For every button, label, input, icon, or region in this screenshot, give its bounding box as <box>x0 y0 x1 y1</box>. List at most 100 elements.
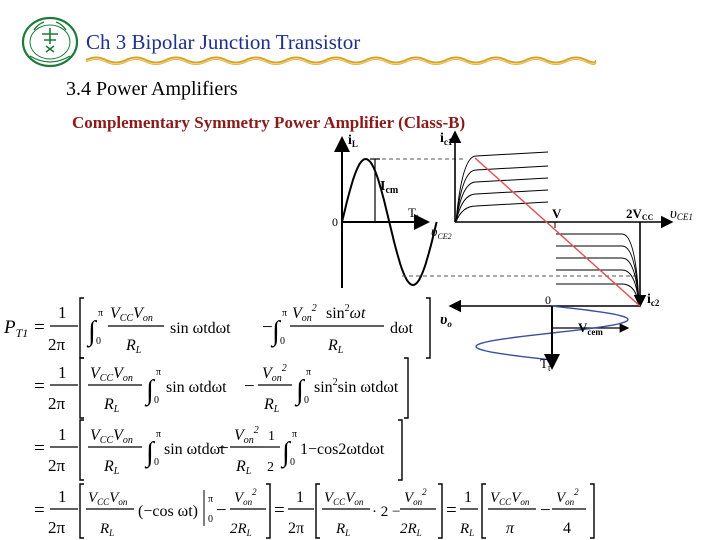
svg-text:1: 1 <box>58 487 67 506</box>
svg-text:VCCVon: VCCVon <box>490 490 530 507</box>
vce1-label: υCE1 <box>670 206 693 222</box>
svg-text:∫: ∫ <box>294 375 306 407</box>
il-sine-curve <box>341 157 438 287</box>
svg-text:(−cos ωt): (−cos ωt) <box>138 503 198 520</box>
q1-curves <box>455 151 549 223</box>
svg-text:RL: RL <box>335 521 350 538</box>
svg-text:sin ωtdωt: sin ωtdωt <box>164 441 225 458</box>
load-current-waveform: iL Icm Tt 0 <box>332 133 640 288</box>
svg-text:π: π <box>156 429 161 440</box>
t-bottom-label: Tt <box>540 356 551 373</box>
svg-text:−: − <box>216 500 227 521</box>
svg-text:VCCVon: VCCVon <box>90 365 133 384</box>
eq-lhs: PT1 <box>3 317 28 340</box>
svg-text:−: − <box>244 376 255 397</box>
equation-line-4: = 1 2π VCCVon RL (−cos ωt) π 0 − Von2 2R… <box>34 483 595 539</box>
svg-text:RL: RL <box>103 396 120 415</box>
svg-text:RL: RL <box>327 337 344 356</box>
svg-text:2π: 2π <box>288 520 304 537</box>
svg-text:dωt: dωt <box>390 320 414 337</box>
svg-text:Von2: Von2 <box>234 487 257 507</box>
svg-text:1−cos2ωtdωt: 1−cos2ωtdωt <box>300 441 385 458</box>
svg-text:0: 0 <box>304 395 309 406</box>
svg-text:∫: ∫ <box>270 316 282 348</box>
svg-text:1: 1 <box>296 489 304 506</box>
svg-text:Von2: Von2 <box>404 487 427 507</box>
university-logo-icon <box>21 16 79 68</box>
svg-text:1: 1 <box>58 363 67 382</box>
class-b-figure: iL Icm Tt 0 ic1 υCE2 V 2VCC υCE1 0 ic2 υ… <box>3 130 693 539</box>
q2-curve <box>556 283 640 307</box>
svg-text:π: π <box>282 308 287 319</box>
zero-left-label: 0 <box>332 215 338 229</box>
svg-text:π: π <box>292 429 297 440</box>
svg-text:∫: ∫ <box>144 375 156 407</box>
icm-label: Icm <box>380 179 399 196</box>
svg-text:π: π <box>98 308 103 319</box>
svg-text:=: = <box>34 500 45 521</box>
svg-text:2π: 2π <box>48 518 66 537</box>
svg-text:RL: RL <box>103 458 120 477</box>
svg-text:2π: 2π <box>48 335 66 354</box>
equation-line-1: PT1 = 1 2π ∫ π 0 VCCVon RL sin ωtdωt − ∫… <box>3 297 431 359</box>
q1-curve <box>455 165 549 223</box>
equation-line-3: = 1 2π VCCVon RL ∫ π 0 sin ωtdωt − Von2 … <box>34 419 403 481</box>
ic1-label: ic1 <box>440 131 453 147</box>
svg-text:=: = <box>34 317 45 338</box>
svg-text:1: 1 <box>464 489 472 506</box>
svg-text:0: 0 <box>290 457 295 468</box>
q1-curve <box>455 177 549 223</box>
svg-text:2RL: 2RL <box>400 521 422 538</box>
svg-text:π: π <box>156 367 161 378</box>
svg-text:2RL: 2RL <box>230 521 252 538</box>
svg-text:=: = <box>446 500 457 521</box>
svg-text:1: 1 <box>58 425 67 444</box>
subtitle: Complementary Symmetry Power Amplifier (… <box>72 113 466 132</box>
svg-text:1: 1 <box>268 429 275 444</box>
svg-text:sin ωtdωt: sin ωtdωt <box>170 320 231 337</box>
vo-label: υo <box>440 312 452 329</box>
output-characteristics: ic1 υCE2 V 2VCC υCE1 0 ic2 <box>431 130 693 313</box>
svg-text:=: = <box>34 376 45 397</box>
il-label: iL <box>348 133 358 149</box>
svg-text:−: − <box>540 500 551 521</box>
q2-curve <box>556 269 640 307</box>
svg-text:VCCVon: VCCVon <box>90 427 133 446</box>
svg-text:Von2: Von2 <box>262 363 287 384</box>
svg-text:4: 4 <box>563 520 571 537</box>
svg-text:0: 0 <box>208 514 213 525</box>
svg-text:π: π <box>208 494 213 505</box>
q1-curve <box>455 189 549 223</box>
svg-text:Von2: Von2 <box>234 425 259 446</box>
svg-text:0: 0 <box>280 336 285 347</box>
svg-text:2π: 2π <box>48 394 66 413</box>
svg-text:VCCVon: VCCVon <box>88 490 128 507</box>
svg-text:sin ωtdωt: sin ωtdωt <box>166 379 227 396</box>
output-voltage-waveform: υo Vcem Tt <box>440 305 630 373</box>
load-line <box>474 157 641 307</box>
svg-text:· 2 −: · 2 − <box>372 504 400 520</box>
integral-1: ∫ <box>86 316 98 348</box>
svg-text:∫: ∫ <box>144 437 156 469</box>
vcem-label: Vcem <box>578 320 603 337</box>
svg-text:RL: RL <box>263 396 280 415</box>
svg-text:RL: RL <box>125 337 142 356</box>
svg-text:VCCVon: VCCVon <box>324 490 364 507</box>
svg-text:π: π <box>306 367 311 378</box>
svg-text:=: = <box>34 438 45 459</box>
ic2-label: ic2 <box>647 292 660 308</box>
svg-text:−: − <box>218 438 229 459</box>
svg-text:1: 1 <box>58 303 67 322</box>
q2-curves <box>556 233 640 307</box>
svg-text:∫: ∫ <box>280 437 292 469</box>
svg-text:VCCVon: VCCVon <box>110 305 153 324</box>
svg-text:−: − <box>262 317 273 338</box>
q2-curve <box>556 257 640 307</box>
zero-bottom-label: 0 <box>545 293 551 307</box>
svg-text:π: π <box>506 520 515 537</box>
two-vcc-label: 2VCC <box>626 206 654 222</box>
svg-text:=: = <box>274 500 285 521</box>
t-top-label: Tt <box>408 205 419 222</box>
svg-text:RL: RL <box>235 458 252 477</box>
svg-text:2: 2 <box>267 460 274 475</box>
